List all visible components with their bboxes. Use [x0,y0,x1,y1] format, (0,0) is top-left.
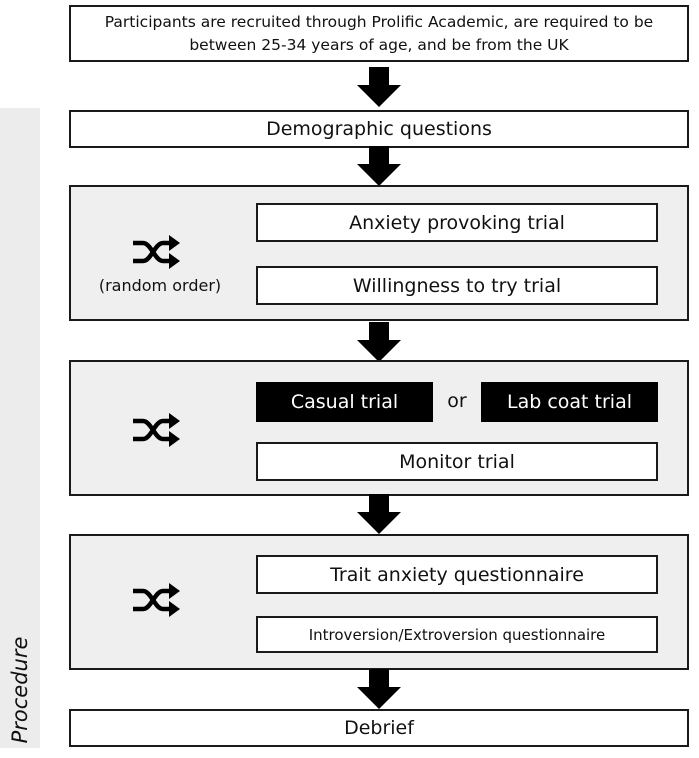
casual-trial-box: Casual trial [256,382,433,422]
procedure-label: Procedure [8,636,32,744]
anxiety-provoking-trial-label: Anxiety provoking trial [349,211,565,234]
trait-anxiety-box: Trait anxiety questionnaire [256,555,658,594]
shuffle-icon [133,235,180,269]
willingness-trial-label: Willingness to try trial [352,274,562,297]
down-arrow-icon [357,494,401,534]
demographics-box: Demographic questions [69,110,689,148]
debrief-text: Debrief [344,717,414,739]
shuffle-icon [133,413,180,447]
recruitment-box: Participants are recruited through Proli… [69,5,689,62]
demographics-text: Demographic questions [266,118,492,140]
or-text: or [447,390,467,412]
procedure-sidebar [0,108,40,748]
lab-coat-trial-label: Lab coat trial [507,391,632,413]
introversion-extroversion-label: Introversion/Extroversion questionnaire [308,625,606,644]
lab-coat-trial-box: Lab coat trial [481,382,658,422]
down-arrow-icon [357,146,401,186]
down-arrow-icon [357,322,401,362]
introversion-extroversion-box: Introversion/Extroversion questionnaire [256,616,658,653]
monitor-trial-box: Monitor trial [256,442,658,481]
casual-trial-label: Casual trial [290,391,399,413]
debrief-box: Debrief [69,709,689,747]
down-arrow-icon [357,669,401,709]
anxiety-provoking-trial-box: Anxiety provoking trial [256,203,658,242]
recruitment-text: Participants are recruited through Proli… [104,12,654,54]
willingness-trial-box: Willingness to try trial [256,266,658,305]
shuffle-icon [133,583,180,617]
trait-anxiety-label: Trait anxiety questionnaire [330,563,584,586]
down-arrow-icon [357,67,401,107]
monitor-trial-label: Monitor trial [399,450,515,473]
random-order-note: (random order) [98,276,222,295]
